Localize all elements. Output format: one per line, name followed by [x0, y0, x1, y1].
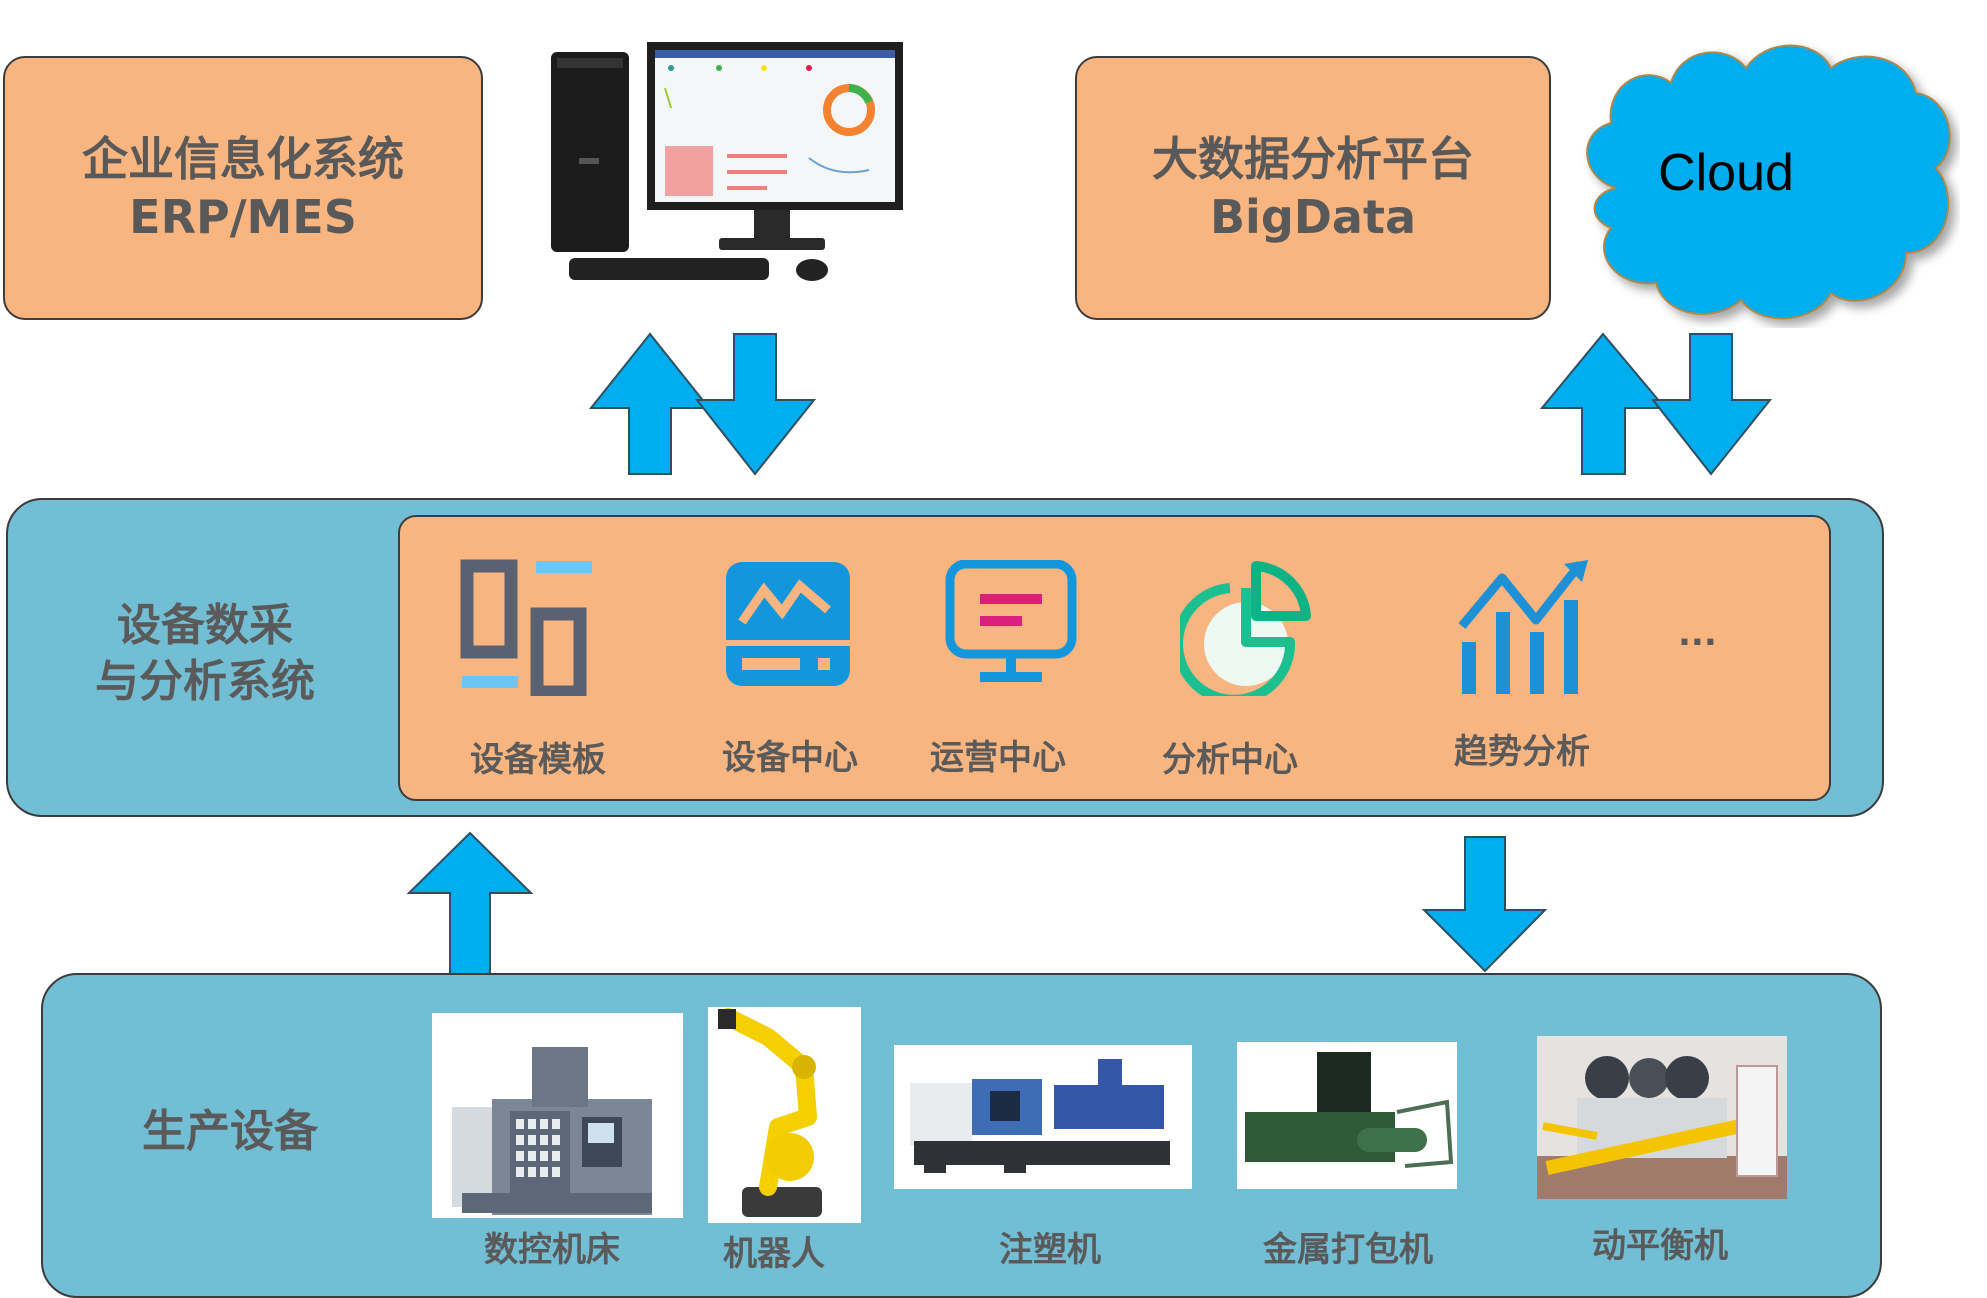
erp-box-title: 企业信息化系统	[82, 132, 404, 186]
bigdata-box-subtitle: BigData	[1209, 190, 1416, 244]
title-line-1: 设备数采	[117, 600, 293, 651]
arrow-up-icon	[588, 332, 712, 475]
arrow-down-icon	[1650, 333, 1773, 476]
monitor-icon[interactable]	[944, 560, 1078, 690]
arrow-down-icon	[694, 333, 817, 476]
device-center-icon[interactable]	[724, 560, 852, 690]
equipment-label: 金属打包机	[1263, 1230, 1433, 1270]
equipment-label: 数控机床	[484, 1230, 620, 1270]
cnc-machine-image	[432, 1013, 683, 1218]
more-indicator[interactable]: ...	[1678, 614, 1717, 654]
arrow-down-icon	[1421, 836, 1548, 973]
arrow-up-icon	[406, 831, 534, 976]
balancing-machine-image	[1537, 1036, 1787, 1199]
cloud-icon: Cloud	[1586, 44, 1951, 320]
module-label[interactable]: 设备模板	[470, 740, 606, 780]
module-label[interactable]: 分析中心	[1162, 740, 1298, 780]
trend-chart-icon[interactable]	[1456, 560, 1596, 696]
title-line-2: 与分析系统	[95, 656, 315, 707]
data-acquisition-title: 设备数采 与分析系统	[40, 598, 370, 710]
erp-mes-box: 企业信息化系统 ERP/MES	[3, 56, 483, 320]
equipment-label: 动平衡机	[1592, 1226, 1728, 1266]
production-equipment-title: 生产设备	[142, 1106, 318, 1157]
module-label[interactable]: 设备中心	[722, 738, 858, 778]
module-label[interactable]: 趋势分析	[1454, 732, 1590, 772]
pie-chart-icon[interactable]	[1180, 556, 1312, 696]
injection-molding-machine-image	[894, 1045, 1192, 1189]
template-icon[interactable]	[460, 556, 596, 696]
metal-baler-image	[1237, 1042, 1457, 1189]
module-label[interactable]: 运营中心	[930, 738, 1066, 778]
modules-panel	[398, 515, 1831, 801]
erp-box-subtitle: ERP/MES	[129, 190, 357, 244]
robot-arm-image	[708, 1007, 861, 1223]
bigdata-box-title: 大数据分析平台	[1152, 132, 1474, 186]
cloud-shape: Cloud	[1576, 38, 1960, 328]
bigdata-box: 大数据分析平台 BigData	[1075, 56, 1551, 320]
desktop-computer-icon	[549, 38, 905, 299]
equipment-label: 注塑机	[999, 1230, 1101, 1270]
arrow-up-icon	[1539, 332, 1668, 475]
equipment-label: 机器人	[723, 1234, 825, 1274]
cloud-label: Cloud	[1658, 144, 1794, 202]
